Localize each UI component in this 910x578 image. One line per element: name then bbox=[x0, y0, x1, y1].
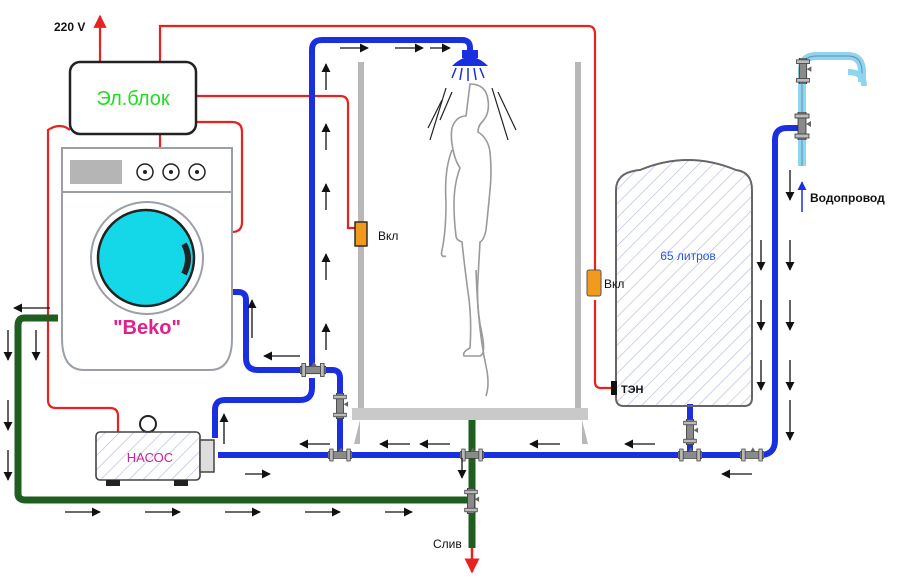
washer-display bbox=[70, 160, 122, 184]
tap-icon bbox=[796, 58, 867, 87]
drain-pipes bbox=[14, 314, 476, 548]
shower-switch-label: Вкл bbox=[378, 229, 398, 243]
washer-brand-label: "Beko" bbox=[113, 317, 181, 339]
washer-drum bbox=[96, 208, 196, 308]
flow-arrows bbox=[3, 43, 795, 517]
shower-head-icon bbox=[451, 50, 488, 81]
water-main-label: Водопровод bbox=[810, 191, 885, 205]
control-unit-box bbox=[68, 60, 198, 136]
pump-label: НАСОС bbox=[127, 450, 173, 465]
valve-icon bbox=[333, 392, 349, 420]
water-spray bbox=[427, 87, 517, 141]
voltage-label: 220 V bbox=[54, 20, 85, 34]
valve-icon bbox=[740, 446, 764, 462]
heater-switch bbox=[586, 269, 602, 297]
pump bbox=[95, 415, 215, 486]
shower-switch bbox=[354, 221, 368, 247]
valve-icon bbox=[683, 418, 699, 446]
human-figure-icon bbox=[440, 83, 492, 397]
water-heater-tank bbox=[615, 159, 753, 407]
heater-switch-label: Вкл bbox=[604, 277, 624, 291]
washing-machine bbox=[61, 147, 233, 371]
shower-cabin bbox=[352, 62, 588, 444]
water-pipes bbox=[212, 37, 802, 458]
drain-label: Слив bbox=[433, 537, 462, 551]
heater-element-label: ТЭН bbox=[621, 384, 644, 396]
washer-door-handle bbox=[181, 242, 191, 276]
control-unit-label: Эл.блок bbox=[96, 88, 170, 110]
washer-knobs bbox=[136, 163, 206, 181]
valve-icon bbox=[328, 446, 352, 462]
electrical-wiring bbox=[46, 14, 613, 432]
valve-icon bbox=[678, 446, 702, 462]
heater-element-icon bbox=[611, 381, 617, 395]
tank-volume-label: 65 литров bbox=[660, 249, 716, 263]
valve-icon bbox=[300, 361, 326, 377]
